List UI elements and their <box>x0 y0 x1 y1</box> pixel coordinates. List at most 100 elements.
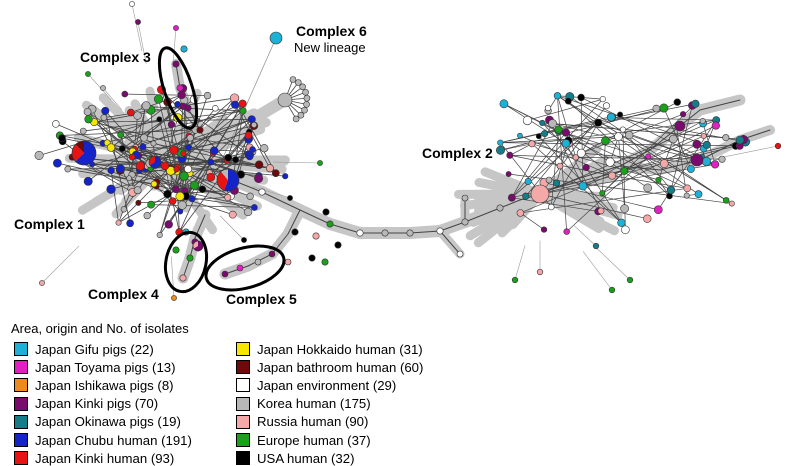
isolate-node <box>236 264 244 272</box>
tree-edge <box>110 170 119 224</box>
isolate-node <box>582 163 590 171</box>
isolate-node <box>356 229 364 237</box>
tree-edge <box>220 215 245 241</box>
legend-swatch <box>14 360 28 375</box>
isolate-node <box>64 165 72 173</box>
tree-edge <box>41 245 80 284</box>
tree-edge <box>658 138 674 181</box>
isolate-node <box>505 171 512 177</box>
tree-edge <box>601 143 698 194</box>
legend-label: Japan environment (29) <box>257 377 397 393</box>
tree-edge <box>137 21 147 64</box>
isolate-node <box>282 173 289 180</box>
isolate-node <box>228 210 237 219</box>
complex-outline <box>204 244 286 292</box>
complex-outlines <box>157 46 286 294</box>
legend-swatch <box>236 451 250 466</box>
isolate-node <box>106 143 116 152</box>
isolate-node <box>511 276 519 284</box>
isolate-node <box>241 237 247 243</box>
isolate-node <box>577 93 585 102</box>
tree-edge <box>158 118 174 171</box>
legend-swatch <box>236 378 250 393</box>
isolate-node <box>718 155 726 163</box>
isolate-node <box>699 117 706 125</box>
isolate-node <box>617 218 626 227</box>
isolate-node <box>209 146 219 155</box>
tree-edge <box>273 161 321 164</box>
legend-label: Japan Toyama pigs (13) <box>35 359 176 375</box>
complex-5-label: Complex 5 <box>226 291 297 307</box>
isolate-node <box>232 156 239 164</box>
isolate-node <box>295 79 302 86</box>
isolate-node <box>118 145 126 152</box>
tree-edge <box>550 122 599 208</box>
tree-edge <box>567 100 670 197</box>
isolate-node <box>243 207 253 217</box>
isolate-node <box>497 139 504 146</box>
tree-edge <box>409 230 441 234</box>
isolate-node <box>246 192 254 200</box>
isolate-nodes <box>34 1 782 301</box>
isolate-node <box>221 270 229 278</box>
isolate-node <box>133 186 142 195</box>
tree-edge <box>582 120 704 187</box>
legend-item: Japan Kinki pigs (70) <box>14 395 192 413</box>
tree-edge <box>601 103 696 194</box>
tree-edge <box>566 156 649 232</box>
legend-label: Japan Kinki human (93) <box>35 450 175 466</box>
isolate-node <box>554 125 563 134</box>
isolate-node <box>133 111 142 120</box>
complex-4-label: Complex 4 <box>88 286 159 302</box>
isolate-node <box>535 133 542 140</box>
isolate-node <box>691 99 700 108</box>
isolate-node <box>669 134 678 144</box>
tree-edge <box>593 245 631 281</box>
tree-edge <box>520 212 545 230</box>
isolate-node <box>244 131 253 140</box>
isolate-node <box>496 145 505 155</box>
isolate-node <box>224 153 233 162</box>
isolate-node <box>292 115 300 123</box>
isolate-node <box>147 200 156 209</box>
isolate-node <box>626 276 634 284</box>
tree-edge <box>582 251 613 291</box>
isolate-node <box>179 274 187 282</box>
tree-edge <box>439 221 466 232</box>
tree-edge <box>159 95 208 236</box>
isolate-node <box>608 286 616 294</box>
complex-outline <box>163 230 209 294</box>
tree-edge <box>525 142 570 197</box>
isolate-node <box>260 144 269 153</box>
tree-edge <box>187 107 201 131</box>
tree-edge <box>287 209 301 235</box>
isolate-node <box>674 120 686 132</box>
isolate-node <box>172 246 180 254</box>
tree-edge <box>552 123 744 140</box>
legend-swatch <box>14 414 28 429</box>
isolate-node <box>539 119 546 127</box>
isolate-node <box>561 139 571 148</box>
isolate-node <box>141 101 151 111</box>
isolate-node <box>524 178 532 185</box>
complex-2-label: Complex 2 <box>422 145 493 161</box>
tree-edge <box>503 103 567 144</box>
isolate-node <box>185 144 192 151</box>
isolate-node <box>553 179 561 187</box>
isolate-node <box>34 150 44 161</box>
tree-edge <box>93 118 253 123</box>
legend-item: Korea human (175) <box>236 395 423 413</box>
tree-edge <box>557 95 727 201</box>
legend-swatch <box>14 378 28 393</box>
tree-edge <box>185 150 215 197</box>
isolate-node <box>602 102 610 110</box>
legend-swatch <box>14 451 28 466</box>
isolate-node <box>536 268 544 276</box>
isolate-node <box>436 227 444 235</box>
isolate-node <box>303 94 311 102</box>
legend-label: Japan Okinawa pigs (19) <box>35 414 181 430</box>
tree-edge <box>131 174 231 197</box>
tree-edge <box>182 257 191 279</box>
isolate-node <box>284 258 292 266</box>
isolate-node <box>506 151 514 159</box>
